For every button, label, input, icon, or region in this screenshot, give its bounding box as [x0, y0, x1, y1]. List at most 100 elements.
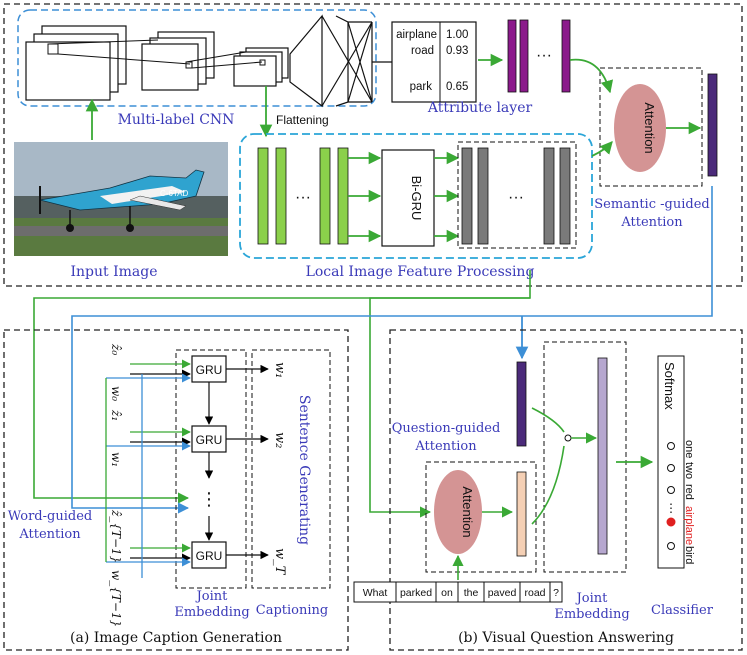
- attribute-score-airplane: 1.00: [446, 29, 468, 41]
- question-attended-vector: [516, 471, 527, 557]
- local-features-gray: [461, 147, 571, 245]
- attribute-to-attention-arrow: [569, 58, 614, 94]
- gru-vertical-dots: ⋮: [200, 489, 218, 509]
- caption-input-z0: ẑ₀: [109, 343, 123, 355]
- features-to-attention-arrow: [591, 141, 613, 157]
- local-features-to-caption-green: [33, 270, 531, 504]
- cnn-kernels: [47, 39, 266, 69]
- question-to-fusion-arrow: [531, 445, 565, 525]
- input-image-label: Input Image: [70, 264, 157, 280]
- word-guided-label-1: Word-guided: [8, 509, 92, 524]
- word-guided-label-2: Attention: [18, 527, 81, 542]
- question-guided-label-1: Question-guided: [392, 421, 501, 436]
- question-word-6: road: [524, 587, 545, 599]
- question-guided-label-2: Attention: [414, 439, 477, 454]
- cnn-dense-layers: [289, 14, 392, 108]
- question-word-3: on: [441, 587, 453, 599]
- semantic-vector-vqa: [516, 361, 527, 447]
- question-attention-frame: [425, 461, 537, 573]
- caption-output-w1: w₁: [272, 362, 287, 378]
- classifier-outputs: [666, 442, 676, 550]
- caption-output-wT: w_T: [272, 548, 287, 576]
- captioning-label: Captioning: [256, 603, 328, 618]
- caption-input-w0: w₀: [109, 386, 123, 401]
- question-word-4: the: [464, 587, 479, 599]
- bigru-output-frame: [457, 141, 577, 249]
- gru-cell-1: [191, 355, 227, 383]
- features-to-bigru-arrows: [348, 151, 382, 243]
- joint-embedding-vector: [597, 357, 608, 555]
- fusion-node: [564, 434, 572, 442]
- attribute-layer-bars: [507, 19, 571, 93]
- attribute-name-park: park: [410, 81, 433, 93]
- classifier-label: Classifier: [651, 603, 714, 618]
- caption-input-w1: w₁: [109, 452, 123, 467]
- attribute-ellipsis: ···: [536, 47, 552, 64]
- input-image: C-6TAD: [14, 142, 228, 256]
- gru-output-arrows: [226, 364, 269, 560]
- gru-label-2: GRU: [196, 433, 223, 447]
- semantic-to-caption-blue: [71, 186, 713, 514]
- cnn-label: Multi-label CNN: [118, 112, 235, 128]
- vqa-section-title: (b) Visual Question Answering: [458, 630, 674, 646]
- semantic-attention-frame: [599, 67, 703, 187]
- caption-input-arrows: [105, 359, 191, 578]
- attribute-name-airplane: airplane: [396, 29, 437, 41]
- local-features-to-vqa-green: [369, 297, 530, 518]
- class-label-bird: bird: [683, 546, 695, 564]
- attribute-score-road: 0.93: [446, 45, 468, 57]
- softmax-box: [657, 355, 685, 569]
- caption-output-w2: w₂: [272, 432, 287, 448]
- class-label-one: one: [683, 440, 695, 458]
- semantic-attention-text: Attention: [642, 102, 657, 153]
- joint-embedding-vqa-label-2: Embedding: [554, 607, 629, 622]
- attribute-table: airplane 1.00 road 0.93 park 0.65: [391, 21, 477, 103]
- question-attention-node: [434, 470, 482, 554]
- caption-input-z1: ẑ₁: [109, 409, 123, 421]
- class-label-two: two: [683, 462, 695, 479]
- gru-label-3: GRU: [196, 549, 223, 563]
- joint-embedding-frame-caption: [175, 349, 247, 589]
- vqa-section-frame: [389, 329, 743, 651]
- local-feature-group-frame: [239, 133, 593, 259]
- semantic-attention-label-2: Attention: [620, 215, 683, 230]
- plane-tail-text: C-6TAD: [160, 189, 189, 198]
- local-features-ellipsis: ···: [295, 189, 311, 206]
- joint-embedding-vqa-label-1: Joint: [575, 591, 609, 606]
- question-word-7: ?: [553, 587, 559, 599]
- question-word-5: paved: [488, 587, 517, 599]
- softmax-label: Softmax: [662, 362, 677, 410]
- caption-section-title: (a) Image Caption Generation: [70, 630, 282, 646]
- classifier-dots: ⋮: [665, 501, 677, 515]
- joint-embedding-caption-label-1: Joint: [195, 589, 229, 604]
- semantic-to-fusion-arrow: [531, 407, 565, 433]
- attribute-score-park: 0.65: [446, 81, 468, 93]
- attribute-layer-label: Attribute layer: [427, 100, 533, 116]
- caption-input-wT1: w_{T−1}: [109, 570, 123, 627]
- class-label-airplane: airplane: [683, 506, 695, 545]
- question-word-boxes: [353, 581, 563, 603]
- attribute-name-road: road: [411, 45, 434, 57]
- question-word-2: parked: [400, 587, 432, 599]
- semantic-attention-node: [614, 84, 666, 172]
- bigru-to-features-arrows: [434, 151, 460, 243]
- gray-features-ellipsis: ···: [508, 189, 524, 206]
- joint-embedding-frame-vqa: [543, 341, 627, 573]
- semantic-attention-label-1: Semantic -guided: [594, 197, 709, 212]
- sentence-generating-label: Sentence Generating: [296, 395, 312, 545]
- joint-embedding-caption-label-2: Embedding: [174, 605, 249, 620]
- captioning-frame: [251, 349, 331, 589]
- gru-label-1: GRU: [196, 363, 223, 377]
- attended-feature-vector: [707, 73, 718, 177]
- caption-section-frame: [3, 329, 349, 651]
- bigru-label: Bi-GRU: [409, 176, 424, 221]
- question-word-1: What: [363, 587, 388, 599]
- question-attention-text: Attention: [460, 486, 475, 537]
- caption-input-zT1: ẑ_{T−1}: [109, 509, 123, 563]
- class-label-red: red: [683, 484, 695, 500]
- local-feature-label: Local Image Feature Processing: [306, 264, 535, 280]
- bigru-box: [381, 149, 435, 247]
- gru-cell-3: [191, 541, 227, 569]
- flattening-label: Flattening: [276, 113, 329, 127]
